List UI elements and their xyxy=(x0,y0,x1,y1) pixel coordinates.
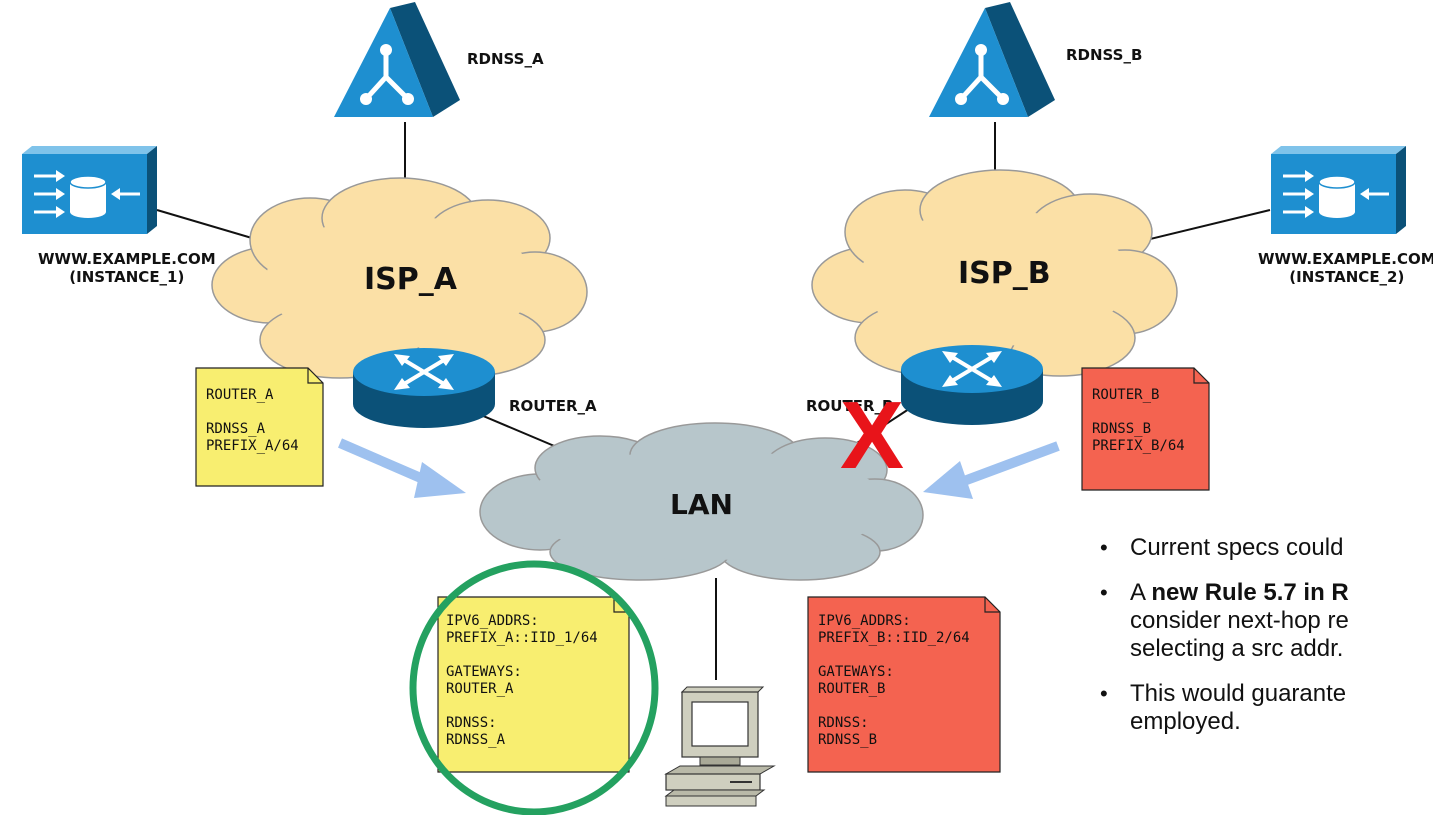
bullet-1-text: Current specs could xyxy=(1130,534,1344,561)
link-server1-isp-a xyxy=(156,209,263,242)
note-router-a xyxy=(195,367,324,487)
note-host-a xyxy=(437,596,630,773)
bullet-2-line3: selecting a src addr. xyxy=(1130,635,1344,662)
rdnss-a-label: RDNSS_A xyxy=(467,50,544,68)
router-b-label: ROUTER_B xyxy=(806,397,894,415)
arrow-router-b-to-lan xyxy=(923,461,973,499)
server-2-name: WWW.EXAMPLE.COM xyxy=(1258,250,1433,268)
router-a-icon xyxy=(353,348,495,428)
isp-b-label: ISP_B xyxy=(958,256,1051,291)
lan-cloud xyxy=(479,422,924,581)
bullet-2-line2: consider next-hop re xyxy=(1130,607,1349,634)
note-host-b-text: IPV6_ADDRS: PREFIX_B::IID_2/64 GATEWAYS:… xyxy=(818,613,970,748)
bullet-3-line1: This would guarante xyxy=(1130,680,1347,707)
rdnss-a-icon xyxy=(334,2,460,117)
isp-a-cloud xyxy=(211,177,588,379)
bullet-list: Current specs could A new Rule 5.7 in Rc… xyxy=(1094,534,1433,753)
server-instance-1-icon xyxy=(22,146,157,234)
note-host-b xyxy=(807,596,1001,773)
note-router-a-text: ROUTER_A RDNSS_A PREFIX_A/64 xyxy=(206,387,299,454)
bullet-item-1: Current specs could xyxy=(1094,534,1433,562)
bullet-3-line2: employed. xyxy=(1130,708,1241,735)
link-server2-isp-b xyxy=(1141,209,1271,242)
server-instance-2-label: WWW.EXAMPLE.COM (INSTANCE_2) xyxy=(1258,250,1433,286)
note-host-a-text: IPV6_ADDRS: PREFIX_A::IID_1/64 GATEWAYS:… xyxy=(446,613,598,748)
highlight-circle xyxy=(409,560,659,815)
router-b-icon xyxy=(901,345,1043,425)
bullet-2-prefix: A xyxy=(1130,579,1152,606)
server-2-instance: (INSTANCE_2) xyxy=(1289,268,1405,286)
host-computer-icon xyxy=(664,686,776,807)
server-instance-1-label: WWW.EXAMPLE.COM (INSTANCE_1) xyxy=(38,250,216,286)
server-1-name: WWW.EXAMPLE.COM xyxy=(38,250,216,268)
server-instance-2-icon xyxy=(1271,146,1406,234)
arrow-router-a-to-lan xyxy=(414,462,466,498)
note-router-b-text: ROUTER_B RDNSS_B PREFIX_B/64 xyxy=(1092,387,1185,454)
note-router-b xyxy=(1081,367,1210,491)
announcement-arrows xyxy=(338,438,1060,499)
router-a-label: ROUTER_A xyxy=(509,397,597,415)
rdnss-b-icon xyxy=(929,2,1055,117)
notes xyxy=(195,367,1210,773)
isp-a-label: ISP_A xyxy=(364,262,457,297)
rdnss-b-label: RDNSS_B xyxy=(1066,46,1143,64)
bullet-2-bold: new Rule 5.7 in R xyxy=(1151,579,1349,606)
server-1-instance: (INSTANCE_1) xyxy=(69,268,185,286)
failure-x-overlay: X xyxy=(840,382,904,489)
lan-label: LAN xyxy=(670,488,733,521)
